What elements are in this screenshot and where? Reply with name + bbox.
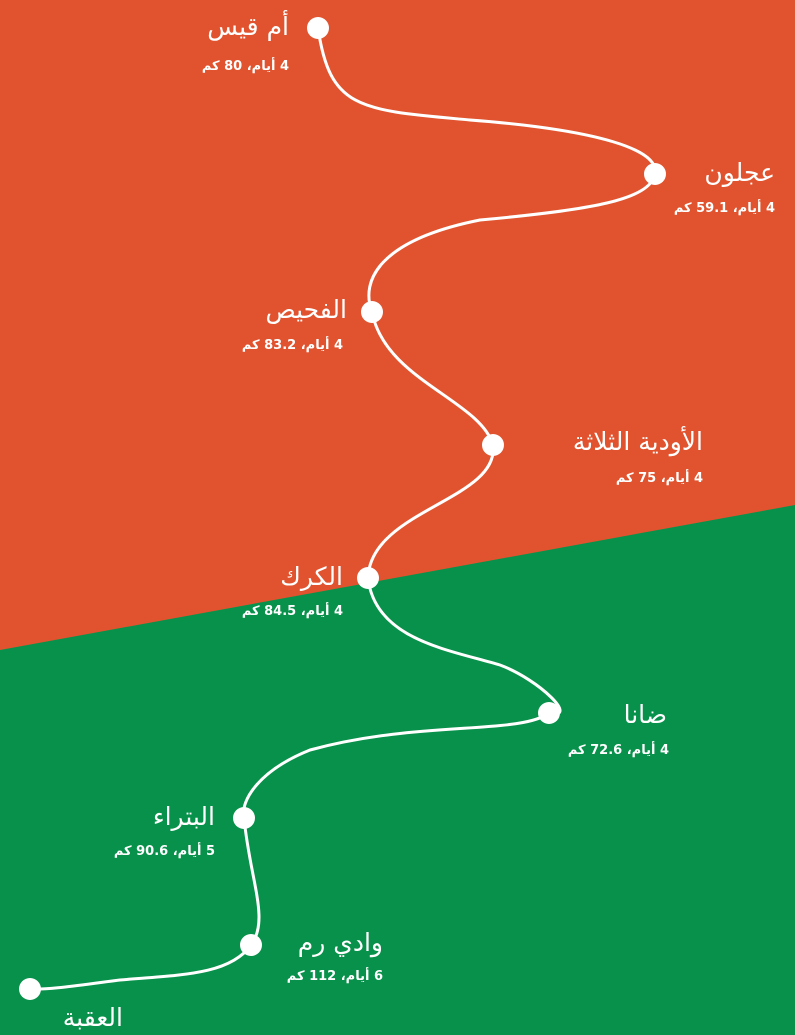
stop-name-um-qais: أم قيس xyxy=(207,12,289,41)
stop-dot-4 xyxy=(482,434,504,456)
stop-name-aqaba: العقبة xyxy=(62,1003,123,1032)
stop-meta-karak: 4 أيام، 84.5 كم xyxy=(241,604,343,619)
stop-dot-5 xyxy=(357,567,379,589)
stop-dot-1 xyxy=(307,17,329,39)
stop-meta-fuheis: 4 أيام، 83.2 كم xyxy=(241,338,343,353)
stop-meta-wadi-rum: 6 أيام، 112 كم xyxy=(286,969,383,984)
stop-dot-3 xyxy=(361,301,383,323)
stop-name-ajloun: عجلون xyxy=(704,158,775,187)
stop-meta-dana: 4 أيام، 72.6 كم xyxy=(567,743,669,758)
stop-name-petra: البتراء xyxy=(152,802,215,831)
stop-dot-7 xyxy=(233,807,255,829)
stop-dot-9 xyxy=(19,978,41,1000)
stop-meta-petra: 5 أيام، 90.6 كم xyxy=(113,844,215,859)
stop-name-wadi-rum: وادي رم xyxy=(297,928,383,957)
stop-name-three-valleys: الأودية الثلاثة xyxy=(572,427,703,456)
stop-name-karak: الكرك xyxy=(280,562,343,591)
stop-name-dana: ضانا xyxy=(623,700,667,729)
background-top xyxy=(0,0,795,650)
stop-dot-6 xyxy=(538,702,560,724)
stop-dot-2 xyxy=(644,163,666,185)
stop-meta-um-qais: 4 أيام، 80 كم xyxy=(201,59,289,74)
stop-meta-ajloun: 4 أيام، 59.1 كم xyxy=(673,201,775,216)
stop-dot-8 xyxy=(240,934,262,956)
stop-name-fuheis: الفحيص xyxy=(265,295,347,324)
stop-meta-three-valleys: 4 أيام، 75 كم xyxy=(615,471,703,486)
